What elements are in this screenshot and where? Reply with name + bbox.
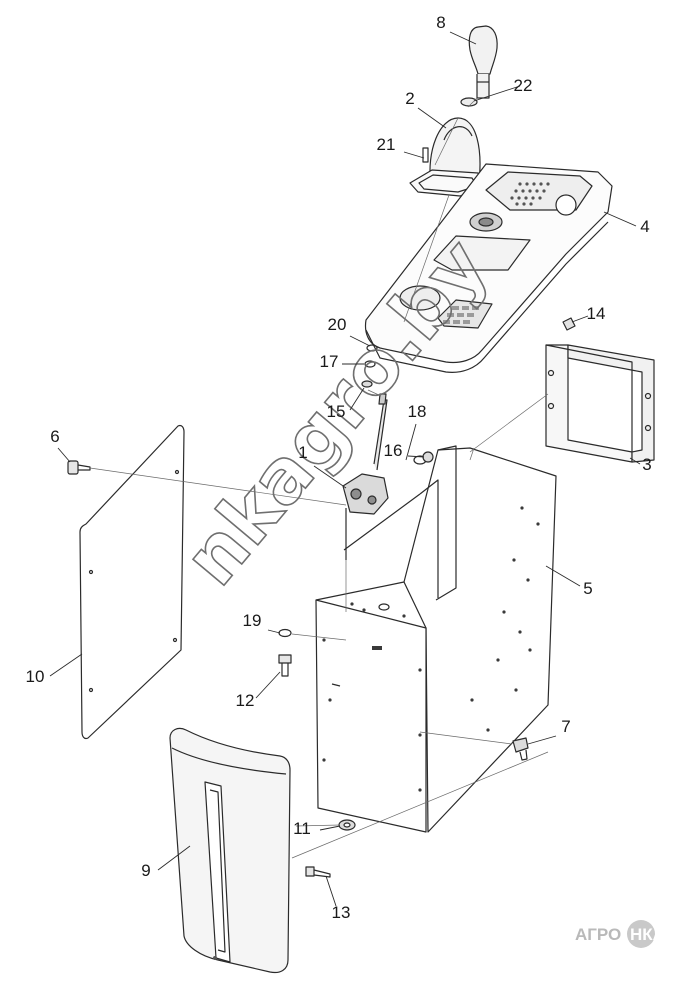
callout-leader-14 bbox=[571, 315, 589, 323]
part-9-front-cover bbox=[169, 727, 291, 974]
callout-leader-9 bbox=[157, 845, 191, 871]
part-17-washer bbox=[364, 360, 376, 368]
agro-nka-logo: АГРО НКА bbox=[575, 920, 665, 948]
callout-leader-15 bbox=[349, 387, 365, 411]
callout-leader-18 bbox=[405, 423, 417, 461]
part-11-nut bbox=[338, 819, 356, 831]
callout-label-20: 20 bbox=[328, 315, 347, 334]
callout-label-22: 22 bbox=[514, 76, 533, 95]
part-22-nut bbox=[460, 97, 478, 107]
callout-leader-1 bbox=[313, 465, 347, 489]
callout-label-18: 18 bbox=[408, 402, 427, 421]
callout-label-4: 4 bbox=[640, 217, 649, 236]
callout-label-6: 6 bbox=[50, 427, 59, 446]
callout-label-12: 12 bbox=[236, 691, 255, 710]
callout-leader-7 bbox=[527, 735, 557, 745]
callout-label-1: 1 bbox=[298, 443, 307, 462]
part-3-bracket bbox=[545, 344, 655, 463]
callout-leader-20 bbox=[349, 335, 371, 347]
part-15-nut bbox=[361, 380, 373, 388]
part-19-washer bbox=[278, 628, 292, 638]
callout-leader-8 bbox=[449, 31, 477, 45]
callout-leader-10 bbox=[49, 653, 83, 677]
part-16-nut bbox=[422, 451, 434, 463]
callout-label-16: 16 bbox=[384, 441, 403, 460]
part-1-shift-mechanism bbox=[342, 393, 389, 560]
part-13-screw bbox=[305, 866, 331, 878]
callout-leader-11 bbox=[319, 825, 341, 831]
part-12-bolt bbox=[278, 654, 292, 677]
part-7-fastener bbox=[512, 737, 529, 761]
callout-leader-16 bbox=[407, 455, 425, 458]
callout-label-2: 2 bbox=[405, 89, 414, 108]
callout-label-19: 19 bbox=[243, 611, 262, 630]
callout-label-7: 7 bbox=[561, 717, 570, 736]
part-20-washer bbox=[366, 344, 378, 352]
logo-text-left: АГРО bbox=[575, 925, 621, 944]
callout-label-14: 14 bbox=[587, 304, 606, 323]
logo-text-right: НКА bbox=[630, 925, 665, 944]
part-4-console-cover bbox=[364, 163, 613, 373]
callout-leader-4 bbox=[603, 211, 637, 227]
part-8-gear-knob bbox=[468, 25, 498, 99]
callout-leader-12 bbox=[255, 671, 281, 699]
callout-label-15: 15 bbox=[327, 402, 346, 421]
part-14-screw bbox=[562, 317, 576, 331]
callout-leader-13 bbox=[325, 875, 337, 907]
callout-leader-22 bbox=[473, 85, 521, 102]
callout-label-17: 17 bbox=[320, 352, 339, 371]
callout-label-5: 5 bbox=[583, 579, 592, 598]
callout-leader-3 bbox=[629, 457, 641, 465]
callout-leader-2 bbox=[417, 107, 447, 129]
callout-label-9: 9 bbox=[141, 861, 150, 880]
callout-label-11: 11 bbox=[293, 819, 311, 838]
callout-leader-21 bbox=[403, 151, 425, 159]
part-5-housing-box bbox=[315, 445, 557, 833]
callout-label-13: 13 bbox=[332, 903, 351, 922]
callout-leader-19 bbox=[267, 629, 281, 634]
callout-label-10: 10 bbox=[26, 667, 45, 686]
callout-leader-6 bbox=[57, 447, 71, 463]
logo-circle bbox=[627, 920, 655, 948]
callout-label-3: 3 bbox=[642, 455, 651, 474]
callout-label-8: 8 bbox=[436, 13, 445, 32]
assembly-lines bbox=[89, 97, 549, 859]
callout-label-21: 21 bbox=[377, 135, 396, 154]
part-6-screw bbox=[67, 460, 91, 475]
part-10-side-panel bbox=[79, 424, 185, 740]
callout-leader-5 bbox=[545, 565, 581, 587]
